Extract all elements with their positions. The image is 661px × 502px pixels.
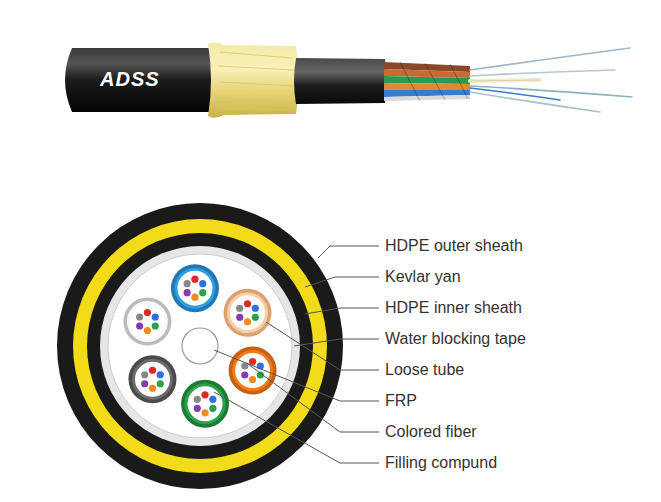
filling-compound bbox=[186, 385, 224, 423]
colored-fiber bbox=[209, 396, 216, 403]
filling-compound bbox=[176, 269, 214, 307]
colored-fiber bbox=[199, 280, 206, 287]
colored-fiber bbox=[191, 294, 198, 301]
frp-rod bbox=[182, 328, 218, 364]
colored-fiber bbox=[252, 305, 259, 312]
colored-fiber bbox=[209, 405, 216, 412]
loose-tube bbox=[181, 380, 229, 428]
colored-fiber bbox=[252, 314, 259, 321]
colored-fiber bbox=[184, 280, 191, 287]
cable-cross-section bbox=[57, 203, 343, 489]
tube-wall bbox=[128, 302, 166, 340]
colored-fiber bbox=[144, 309, 151, 316]
loose-tube bbox=[123, 297, 171, 345]
colored-fiber bbox=[191, 276, 198, 283]
cable-marking: ADSS bbox=[100, 68, 160, 90]
colored-fiber bbox=[194, 405, 201, 412]
filling-compound bbox=[229, 294, 267, 332]
filling-compound bbox=[133, 360, 171, 398]
leader-lines bbox=[214, 246, 379, 463]
colored-fiber bbox=[194, 396, 201, 403]
colored-fiber bbox=[141, 371, 148, 378]
part-label: FRP bbox=[385, 392, 417, 410]
colored-fiber bbox=[199, 289, 206, 296]
colored-fiber bbox=[149, 385, 156, 392]
loose-tube-bundle bbox=[384, 62, 470, 101]
colored-fiber bbox=[149, 367, 156, 374]
tube-wall bbox=[176, 269, 214, 307]
colored-fiber bbox=[136, 313, 143, 320]
colored-fiber bbox=[157, 380, 164, 387]
tube-wall bbox=[133, 360, 171, 398]
colored-fiber bbox=[249, 376, 256, 383]
part-label: Filling compund bbox=[385, 454, 497, 472]
colored-fiber bbox=[236, 305, 243, 312]
loose-tube bbox=[224, 289, 272, 337]
colored-fiber bbox=[201, 409, 208, 416]
colored-fiber bbox=[236, 314, 243, 321]
filling-compound bbox=[128, 302, 166, 340]
loose-tube bbox=[171, 264, 219, 312]
part-label: Kevlar yan bbox=[385, 268, 461, 286]
tube-wall bbox=[186, 385, 224, 423]
colored-fiber bbox=[152, 313, 159, 320]
colored-fiber bbox=[152, 322, 159, 329]
loose-tube bbox=[128, 355, 176, 403]
colored-fiber bbox=[184, 289, 191, 296]
colored-fiber bbox=[241, 371, 248, 378]
optical-fibers bbox=[470, 48, 632, 112]
colored-fiber bbox=[157, 371, 164, 378]
part-label: HDPE outer sheath bbox=[385, 237, 523, 255]
part-label: Loose tube bbox=[385, 361, 464, 379]
colored-fiber bbox=[136, 322, 143, 329]
colored-fiber bbox=[144, 327, 151, 334]
colored-fiber bbox=[249, 358, 256, 365]
colored-fiber bbox=[244, 318, 251, 325]
cable-side-view bbox=[65, 42, 632, 118]
loose-tube bbox=[229, 347, 277, 395]
part-label: Colored fiber bbox=[385, 423, 477, 441]
colored-fiber bbox=[141, 380, 148, 387]
colored-fiber bbox=[244, 300, 251, 307]
tube-wall bbox=[229, 294, 267, 332]
colored-fiber bbox=[201, 391, 208, 398]
part-label: Water blocking tape bbox=[385, 330, 526, 348]
part-label: HDPE inner sheath bbox=[385, 299, 522, 317]
